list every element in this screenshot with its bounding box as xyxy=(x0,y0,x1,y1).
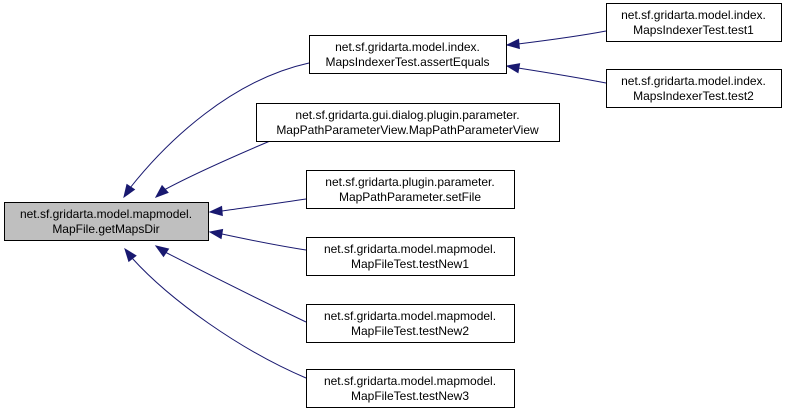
node-label-method: MapPathParameterView.MapPathParameterVie… xyxy=(276,123,539,137)
nodes-layer: net.sf.gridarta.model.mapmodel.MapFile.g… xyxy=(4,3,782,408)
node-mapPathParameterView[interactable]: net.sf.gridarta.gui.dialog.plugin.parame… xyxy=(256,103,560,142)
node-box[interactable] xyxy=(306,369,515,408)
node-label-method: MapFileTest.testNew1 xyxy=(351,257,469,271)
node-root[interactable]: net.sf.gridarta.model.mapmodel.MapFile.g… xyxy=(4,202,209,241)
arrowhead-icon xyxy=(208,228,224,240)
arrowhead-icon xyxy=(154,245,170,258)
node-testNew3[interactable]: net.sf.gridarta.model.mapmodel.MapFileTe… xyxy=(306,369,515,408)
edge-line xyxy=(517,30,607,45)
edges-layer xyxy=(123,30,607,379)
node-testNew1[interactable]: net.sf.gridarta.model.mapmodel.MapFileTe… xyxy=(306,237,515,276)
node-label-method: MapsIndexerTest.test2 xyxy=(633,89,754,103)
node-setFile[interactable]: net.sf.gridarta.plugin.parameter.MapPath… xyxy=(306,170,515,209)
node-box[interactable] xyxy=(309,35,507,74)
node-label-namespace: net.sf.gridarta.model.mapmodel. xyxy=(324,374,496,388)
node-box[interactable] xyxy=(4,202,209,241)
node-box[interactable] xyxy=(306,304,515,343)
arrowhead-icon xyxy=(505,38,520,50)
node-box[interactable] xyxy=(606,69,782,108)
node-box[interactable] xyxy=(306,237,515,276)
edge-line xyxy=(221,233,307,251)
arrowhead-icon xyxy=(124,247,137,263)
node-label-method: MapsIndexerTest.test1 xyxy=(633,23,754,37)
arrowhead-icon xyxy=(123,183,136,199)
edge-testNew2-to-root xyxy=(154,245,307,323)
node-label-method: MapPathParameter.setFile xyxy=(339,190,481,204)
node-label-namespace: net.sf.gridarta.model.mapmodel. xyxy=(324,309,496,323)
node-label-method: MapFileTest.testNew2 xyxy=(351,324,469,338)
edge-test2-to-assertEquals xyxy=(505,63,607,84)
node-box[interactable] xyxy=(306,170,515,209)
node-label-namespace: net.sf.gridarta.gui.dialog.plugin.parame… xyxy=(295,108,519,122)
arrowhead-icon xyxy=(154,184,169,198)
node-assertEquals[interactable]: net.sf.gridarta.model.index.MapsIndexerT… xyxy=(309,35,507,74)
node-label-namespace: net.sf.gridarta.model.index. xyxy=(621,8,766,22)
edge-line xyxy=(221,198,307,212)
node-label-method: MapFile.getMapsDir xyxy=(52,222,159,236)
node-label-method: MapFileTest.testNew3 xyxy=(351,389,469,403)
node-box[interactable] xyxy=(606,3,782,42)
edge-line xyxy=(129,62,310,189)
edge-mapPathParameterView-to-root xyxy=(154,140,271,198)
edge-line xyxy=(163,140,271,191)
edge-line xyxy=(517,67,607,84)
node-testNew2[interactable]: net.sf.gridarta.model.mapmodel.MapFileTe… xyxy=(306,304,515,343)
node-label-namespace: net.sf.gridarta.model.mapmodel. xyxy=(20,207,192,221)
node-label-namespace: net.sf.gridarta.model.index. xyxy=(621,74,766,88)
arrowhead-icon xyxy=(208,205,223,217)
edge-testNew3-to-root xyxy=(124,247,307,379)
node-label-namespace: net.sf.gridarta.plugin.parameter. xyxy=(325,175,494,189)
edge-testNew1-to-root xyxy=(208,228,307,251)
edge-line xyxy=(131,257,307,379)
node-label-namespace: net.sf.gridarta.model.mapmodel. xyxy=(324,242,496,256)
node-label-namespace: net.sf.gridarta.model.index. xyxy=(335,40,480,54)
node-box[interactable] xyxy=(256,103,560,142)
edge-test1-to-assertEquals xyxy=(505,30,607,50)
node-label-method: MapsIndexerTest.assertEquals xyxy=(325,55,489,69)
node-test1[interactable]: net.sf.gridarta.model.index.MapsIndexerT… xyxy=(606,3,782,42)
edge-assertEquals-to-root xyxy=(123,62,310,199)
edge-setFile-to-root xyxy=(208,198,307,217)
arrowhead-icon xyxy=(505,63,521,74)
edge-line xyxy=(164,251,307,323)
node-test2[interactable]: net.sf.gridarta.model.index.MapsIndexerT… xyxy=(606,69,782,108)
